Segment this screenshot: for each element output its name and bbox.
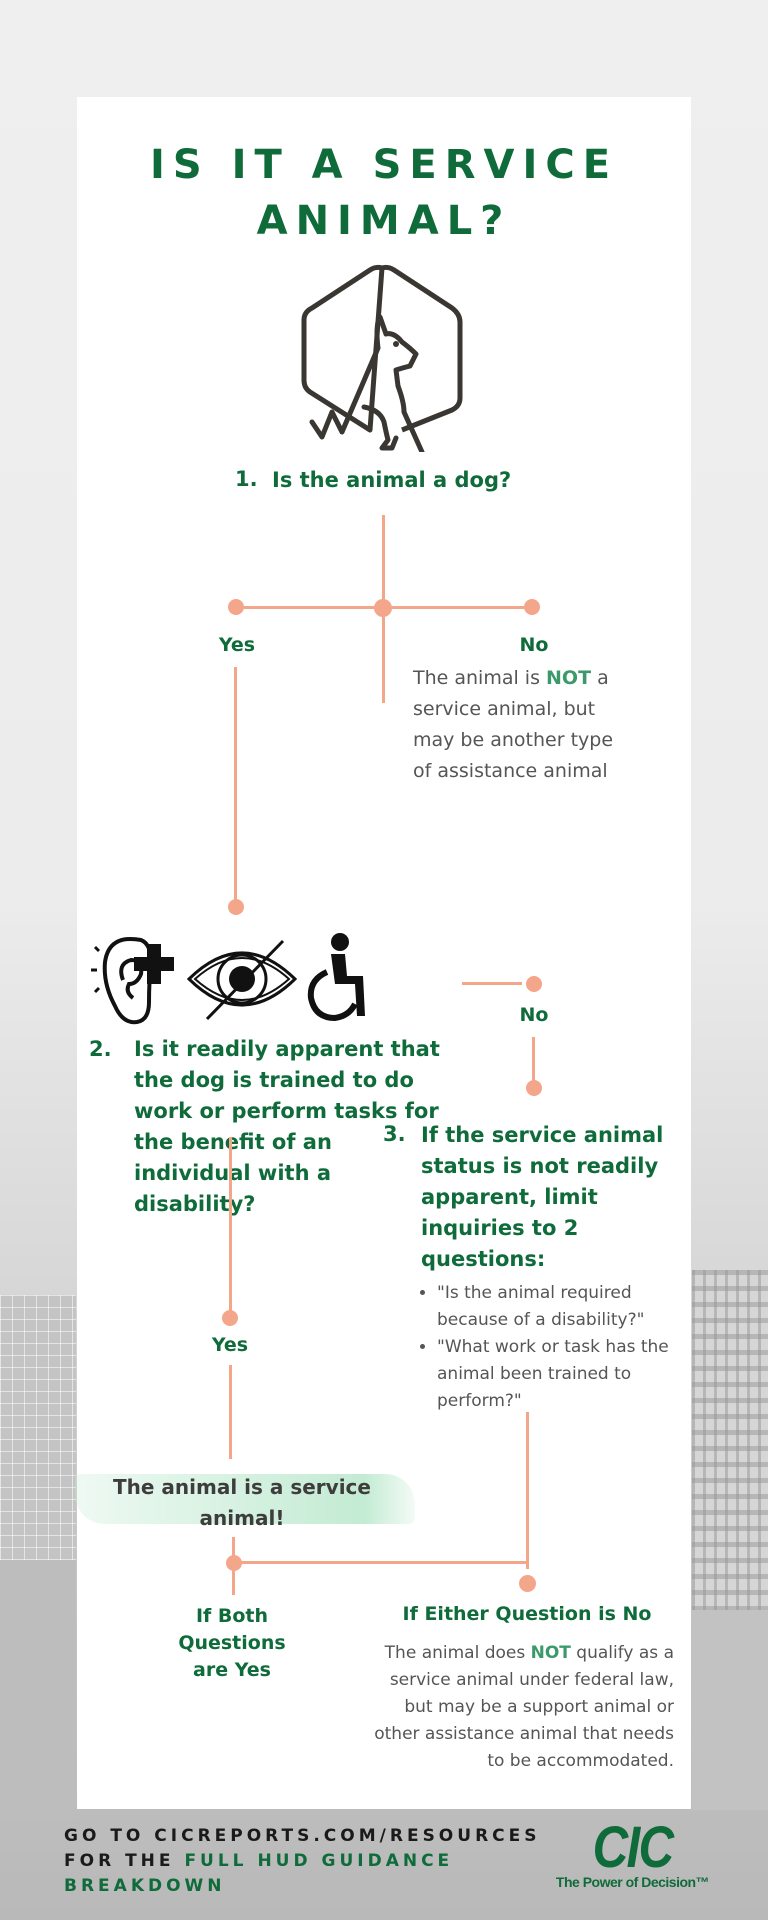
question-1-text: Is the animal a dog? (272, 468, 512, 492)
result-line: animal! (199, 1506, 285, 1530)
footer-line: GO TO CICREPORTS.COM/RESOURCES (64, 1826, 541, 1846)
question-3-text: If the service animal status is not read… (421, 1120, 681, 1275)
q2-no-connector (462, 982, 522, 985)
q3-connector (526, 1412, 529, 1569)
q2-line: individual with a (134, 1161, 331, 1185)
footer-line: BREAKDOWN (64, 1876, 226, 1896)
question-3-number: 3. (383, 1122, 406, 1146)
question-2-text: Is it readily apparent that the dog is t… (134, 1034, 454, 1220)
q1-no-result-text: service animal, but (413, 698, 596, 720)
q1-no-node (524, 599, 540, 615)
q3-bullet: "What work or task has the animal been t… (437, 1334, 669, 1415)
q1-center-node (374, 599, 392, 617)
outcome-emphasis: NOT (530, 1643, 571, 1663)
background-building-left-base (0, 1560, 76, 1820)
q2-no-node-bottom (526, 1080, 542, 1096)
q3-line: apparent, limit (421, 1185, 598, 1209)
footer-highlight: FULL HUD GUIDANCE (184, 1851, 454, 1871)
q1-no-result-text: may be another type (413, 729, 614, 751)
q2-no-label: No (519, 1004, 549, 1026)
outcome-text: The animal does (384, 1643, 531, 1663)
outcome-line: Questions (178, 1632, 286, 1654)
highlight-brush (75, 1474, 415, 1524)
q2-line: work or perform tasks for (134, 1099, 439, 1123)
outcome-line: If Both (195, 1605, 269, 1627)
q2-no-stem (532, 1037, 535, 1085)
q1-no-result: The animal is NOT a service animal, but … (413, 663, 673, 787)
outcome-line: to be accommodated. (487, 1751, 674, 1771)
footer-text: FOR THE (64, 1851, 185, 1871)
q1-no-result-text: of assistance animal (413, 760, 608, 782)
infographic-card: IS IT A SERVICE ANIMAL? 1. Is the animal… (75, 97, 691, 1809)
question-2-number: 2. (89, 1037, 112, 1061)
q2-no-node-top (526, 976, 542, 992)
q1-no-result-text: a (591, 667, 609, 689)
q1-yes-end-node (228, 899, 244, 915)
wheelchair-icon (305, 932, 375, 1022)
result-line: The animal is a service (113, 1475, 371, 1499)
outcome-connector-horizontal (235, 1561, 529, 1564)
q2-line: disability? (134, 1192, 256, 1216)
q1-yes-node (228, 599, 244, 615)
outcome-both-yes: If Both Questions are Yes (147, 1603, 317, 1684)
q1-yes-connector (234, 667, 237, 905)
q3-line: status is not readily (421, 1154, 659, 1178)
q1-no-result-emphasis: NOT (546, 667, 592, 689)
page-title: IS IT A SERVICE ANIMAL? (77, 137, 691, 249)
q2-line: the benefit of an (134, 1130, 332, 1154)
q2-yes-label: Yes (211, 1334, 249, 1356)
title-line-2: ANIMAL? (256, 198, 512, 244)
footer-cta: GO TO CICREPORTS.COM/RESOURCES FOR THE F… (64, 1824, 541, 1899)
background-building-right-base (692, 1610, 768, 1810)
footer-line: FOR THE FULL HUD GUIDANCE (64, 1849, 541, 1874)
q1-no-label: No (519, 634, 549, 656)
outcome-left-node (226, 1555, 242, 1571)
q2-line: Is it readily apparent that (134, 1037, 440, 1061)
outcome-line: other assistance animal that needs (374, 1724, 674, 1744)
visual-impairment-icon (186, 937, 298, 1022)
cic-logo: CIC The Power of Decision™ (550, 1815, 715, 1891)
q1-no-result-text: The animal is (413, 667, 547, 689)
question-1-number: 1. (235, 467, 258, 491)
hearing-impairment-icon (89, 932, 184, 1028)
outcome-line: service animal under federal law, (389, 1670, 674, 1690)
q1-yes-label: Yes (218, 634, 256, 656)
outcome-line: The animal does NOT qualify as a (317, 1640, 674, 1667)
outcome-text: qualify as a (570, 1643, 674, 1663)
logo-tagline: The Power of Decision™ (555, 1874, 710, 1890)
q2-yes-node (222, 1310, 238, 1326)
title-line-1: IS IT A SERVICE (149, 142, 619, 188)
q3-line: If the service animal (421, 1123, 664, 1147)
result-service-animal: The animal is a service animal! (77, 1472, 407, 1534)
q3-line: questions: (421, 1247, 546, 1271)
background-building-right (692, 1270, 768, 1610)
q2-yes-connector-lower (229, 1365, 232, 1459)
outcome-either-no-heading: If Either Question is No (402, 1603, 652, 1625)
outcome-line: but may be a support animal or (404, 1697, 674, 1717)
outcome-either-no-text: The animal does NOT qualify as a service… (317, 1640, 674, 1775)
outcome-line: are Yes (193, 1659, 271, 1681)
q2-yes-connector (229, 1137, 232, 1315)
q3-bullet: "Is the animal required because of a dis… (437, 1280, 669, 1334)
q3-line: inquiries to 2 (421, 1216, 579, 1240)
outcome-right-node (519, 1575, 536, 1592)
dog-in-hexagon-icon (292, 262, 472, 455)
q2-line: the dog is trained to do (134, 1068, 414, 1092)
q3-bullet-list: "Is the animal required because of a dis… (419, 1280, 669, 1415)
logo-wordmark: CIC (592, 1815, 675, 1880)
